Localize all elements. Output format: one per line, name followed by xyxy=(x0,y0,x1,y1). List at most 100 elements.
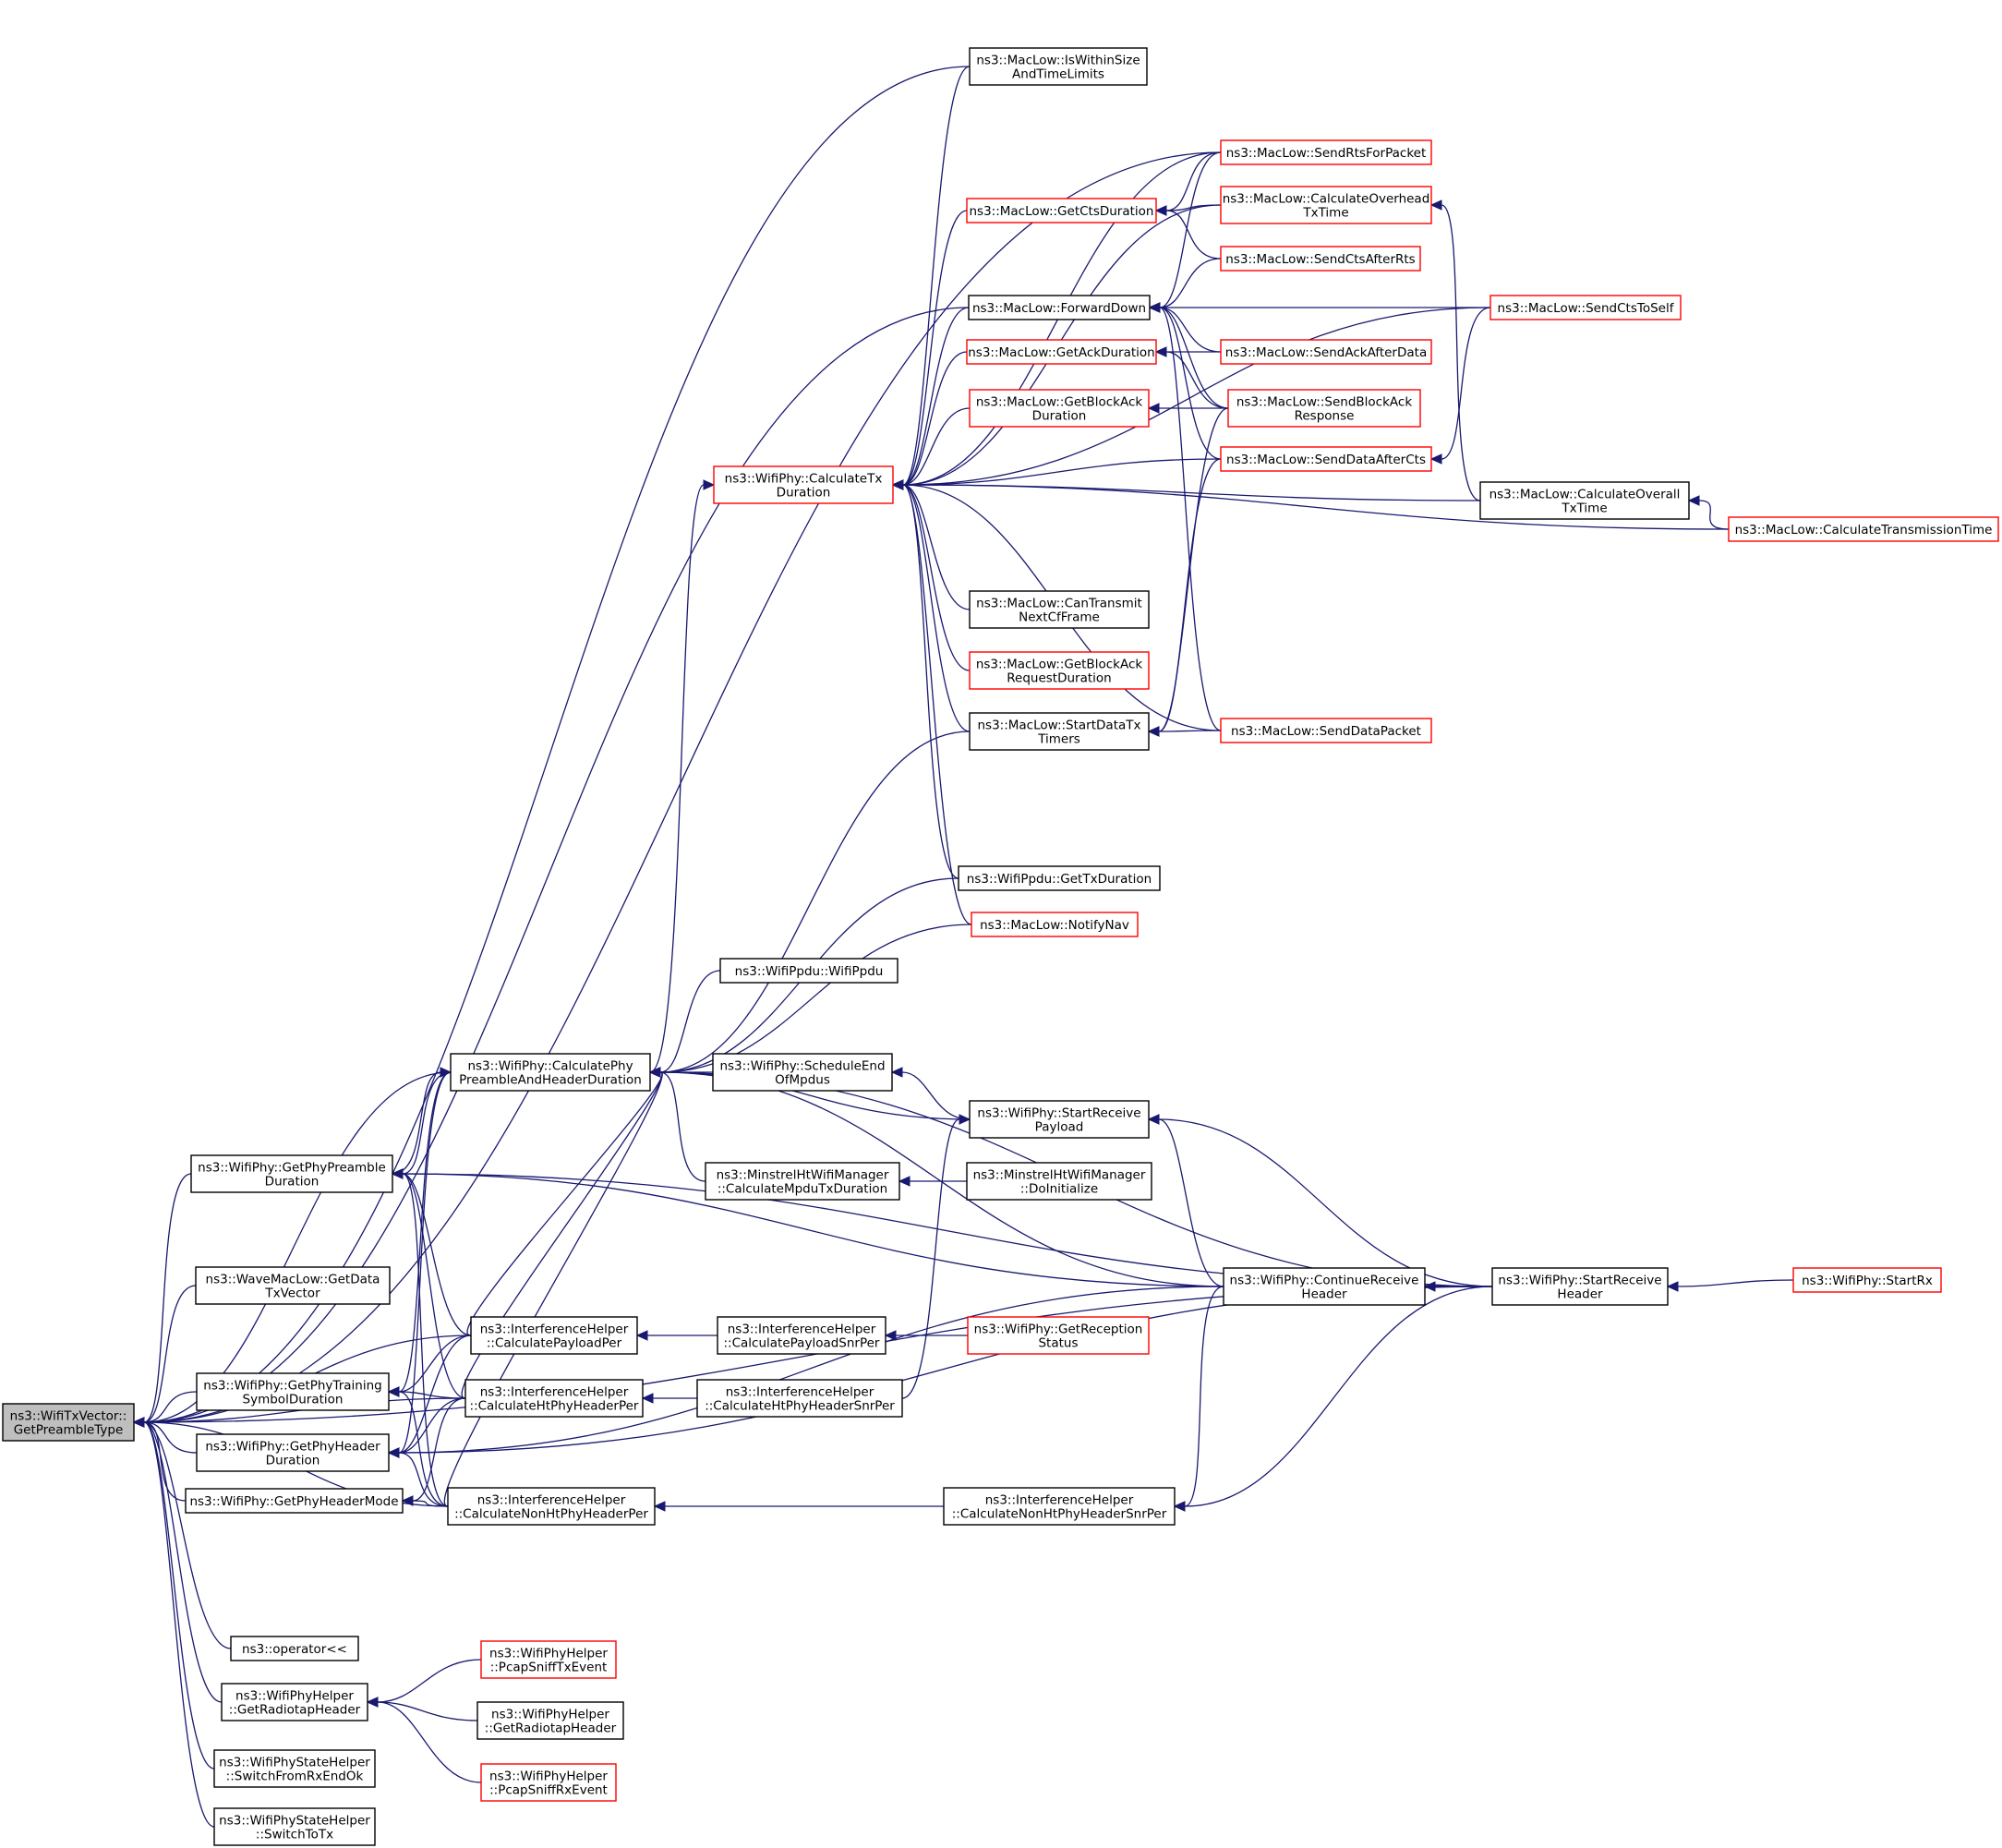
edge-line xyxy=(902,407,971,486)
node-ns3-maclow-sendctsafterrts[interactable]: ns3::MacLow::SendCtsAfterRts xyxy=(1220,246,1421,272)
node-ns3-maclow-senddataaftercts[interactable]: ns3::MacLow::SendDataAfterCts xyxy=(1220,446,1432,472)
edge-line xyxy=(902,458,1222,486)
node-ns3-maclow-notifynav[interactable]: ns3::MacLow::NotifyNav xyxy=(971,912,1139,937)
node-ns3-interferencehelper-calculatepayloadper[interactable]: ns3::InterferenceHelper::CalculatePayloa… xyxy=(470,1316,638,1355)
edge-line xyxy=(143,307,970,1423)
node-label: ns3::WifiPpdu::WifiPpdu xyxy=(735,964,884,979)
node-ns3-interferencehelper-calculatenonhtphyheadersnrper[interactable]: ns3::InterferenceHelper::CalculateNonHtP… xyxy=(943,1487,1176,1526)
node-ns3-minstrelhtwifimanager-calculatempdutxduration[interactable]: ns3::MinstrelHtWifiManager::CalculateMpd… xyxy=(705,1162,900,1201)
edge-arrowhead xyxy=(1154,346,1167,357)
edge-line xyxy=(1159,307,1229,409)
node-ns3-wifippdu-wifippdu[interactable]: ns3::WifiPpdu::WifiPpdu xyxy=(719,958,898,984)
node-ns3-interferencehelper-calculatehtphyheaderper[interactable]: ns3::InterferenceHelper::CalculateHtPhyH… xyxy=(464,1379,644,1418)
edge-line xyxy=(1698,500,1730,530)
node-ns3-maclow-calculatetransmissiontime[interactable]: ns3::MacLow::CalculateTransmissionTime xyxy=(1728,516,1999,542)
edge-ihPayloadPer-to-getPhyHdr xyxy=(387,1335,472,1458)
node-box xyxy=(969,389,1150,428)
edge-line xyxy=(402,1173,1224,1287)
node-ns3-wifiphyhelper-getradiotapheader[interactable]: ns3::WifiPhyHelper::GetRadiotapHeader xyxy=(221,1683,368,1721)
edge-line xyxy=(402,1173,449,1507)
edge-line xyxy=(1184,1286,1493,1507)
node-box xyxy=(713,465,894,504)
node-ns3-wifiphy-calculatephypreambleandheaderduration[interactable]: ns3::WifiPhy::CalculatePhyPreambleAndHea… xyxy=(450,1053,651,1092)
node-label: ns3::operator<< xyxy=(242,1642,347,1657)
node-ns3-interferencehelper-calculatenonhtphyheaderper[interactable]: ns3::InterferenceHelper::CalculateNonHtP… xyxy=(447,1487,656,1526)
node-ns3-wifiphyhelper-getradiotapheader[interactable]: ns3::WifiPhyHelper::GetRadiotapHeader xyxy=(476,1701,624,1740)
node-ns3-maclow-getackduration[interactable]: ns3::MacLow::GetAckDuration xyxy=(966,339,1157,365)
node-ns3-wifiphy-startrx[interactable]: ns3::WifiPhy::StartRx xyxy=(1792,1267,1942,1293)
node-label: OfMpdus xyxy=(775,1073,830,1088)
node-ns3-maclow-senddatapacket[interactable]: ns3::MacLow::SendDataPacket xyxy=(1220,718,1432,743)
edge-line xyxy=(402,1173,472,1336)
node-ns3-maclow-sendackafterdata[interactable]: ns3::MacLow::SendAckAfterData xyxy=(1220,339,1432,365)
node-label: ns3::MacLow::GetCtsDuration xyxy=(969,204,1153,219)
edge-ihNonHtPer-to-getTraining xyxy=(387,1386,449,1507)
edge-ihHtPer-to-getPhyPre xyxy=(391,1168,466,1399)
node-box xyxy=(185,1488,404,1514)
node-box xyxy=(2,1403,135,1442)
edge-line xyxy=(649,484,705,1073)
node-ns3-wifiphystatehelper-switchtotx[interactable]: ns3::WifiPhyStateHelper::SwitchToTx xyxy=(213,1807,376,1846)
node-ns3-wifiphyhelper-pcapsnifftxevent[interactable]: ns3::WifiPhyHelper::PcapSniffTxEvent xyxy=(480,1640,617,1679)
edge-line xyxy=(143,1421,215,1769)
edge-line xyxy=(1184,1286,1224,1507)
node-label: ::GetRadiotapHeader xyxy=(485,1721,617,1736)
node-ns3-maclow-sendrtsforpacket[interactable]: ns3::MacLow::SendRtsForPacket xyxy=(1220,139,1432,165)
edge-ihHtPer-to-getPhyHdrMode xyxy=(401,1397,466,1506)
edge-waveMac-to-root xyxy=(132,1285,197,1428)
node-box xyxy=(230,1636,359,1661)
node-label: Header xyxy=(1557,1287,1603,1302)
node-ns3-maclow-getctsduration[interactable]: ns3::MacLow::GetCtsDuration xyxy=(966,198,1157,223)
node-label: ns3::WifiPhy::StartReceive xyxy=(1498,1274,1661,1288)
edge-ihNonHtSnr-to-ihNonHtPer xyxy=(653,1501,944,1512)
node-ns3-wifiphyhelper-pcapsniffrxevent[interactable]: ns3::WifiPhyHelper::PcapSniffRxEvent xyxy=(480,1763,617,1802)
node-ns3-wifiphy-getphyheadermode[interactable]: ns3::WifiPhy::GetPhyHeaderMode xyxy=(185,1488,404,1514)
node-box xyxy=(969,1100,1150,1139)
node-label: ns3::WifiPhyHelper xyxy=(235,1689,354,1704)
node-label: ns3::MacLow::SendAckAfterData xyxy=(1225,345,1427,360)
node-ns3-minstrelhtwifimanager-doinitialize[interactable]: ns3::MinstrelHtWifiManager::DoInitialize xyxy=(966,1162,1152,1201)
node-ns3-wifiphystatehelper-switchfromrxendok[interactable]: ns3::WifiPhyStateHelper::SwitchFromRxEnd… xyxy=(213,1749,376,1788)
edge-line xyxy=(902,484,1730,530)
edge-getRecStatus-to-ihPayloadSnr xyxy=(884,1330,968,1341)
edge-line xyxy=(659,731,971,1073)
edge-calcPhyPre-to-calcTxDur xyxy=(649,479,716,1073)
node-ns3-operator[interactable]: ns3::operator<< xyxy=(230,1636,359,1661)
edge-line xyxy=(143,1421,198,1454)
node-ns3-wifitxvector-getpreambletype[interactable]: ns3::WifiTxVector::GetPreambleType xyxy=(2,1403,135,1442)
node-label: ns3::WifiPhy::GetReception xyxy=(974,1323,1143,1337)
node-ns3-maclow-sendctstoself[interactable]: ns3::MacLow::SendCtsToSelf xyxy=(1489,295,1682,320)
edge-sendCtsAfterRts-to-forwardDown xyxy=(1148,258,1222,313)
edge-calcPhyPre-to-getTraining xyxy=(387,1071,452,1397)
node-ns3-wifippdu-gettxduration[interactable]: ns3::WifiPpdu::GetTxDuration xyxy=(958,865,1161,891)
node-box xyxy=(476,1701,624,1740)
node-box xyxy=(447,1487,656,1526)
node-label: ns3::InterferenceHelper xyxy=(726,1385,874,1400)
node-ns3-wifiphy-getphytrainingsymbolduration[interactable]: ns3::WifiPhy::GetPhyTrainingSymbolDurati… xyxy=(196,1372,390,1411)
node-ns3-interferencehelper-calculatepayloadsnrper[interactable]: ns3::InterferenceHelper::CalculatePayloa… xyxy=(717,1316,886,1355)
nodes-layer: ns3::WifiTxVector::GetPreambleType ns3::M… xyxy=(2,47,1999,1846)
node-ns3-interferencehelper-calculatehtphyheadersnrper[interactable]: ns3::InterferenceHelper::CalculateHtPhyH… xyxy=(696,1379,903,1418)
edge-line xyxy=(1159,307,1222,353)
node-ns3-maclow-forwarddown[interactable]: ns3::MacLow::ForwardDown xyxy=(968,295,1151,320)
node-label: Timers xyxy=(1037,732,1080,747)
node-label: ns3::MinstrelHtWifiManager xyxy=(973,1168,1146,1183)
node-label: Payload xyxy=(1035,1120,1084,1135)
